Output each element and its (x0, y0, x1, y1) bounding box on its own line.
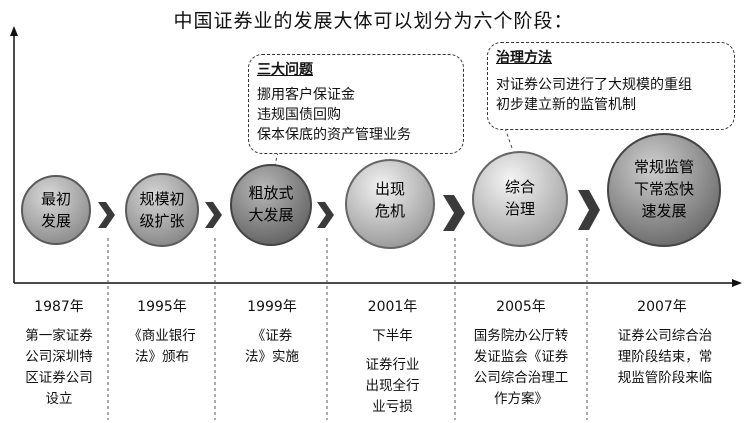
stage-desc-line: 证券行业 (365, 357, 420, 373)
stage-circles (21, 133, 721, 249)
stage-label-2: 规模初 级扩张 (122, 188, 202, 232)
stage-circle-6 (607, 133, 721, 247)
stage-label-line: 治理 (504, 200, 535, 218)
stage-desc-line: 法》实施 (245, 349, 299, 365)
stage-circle-5 (472, 151, 568, 247)
stage-label-line: 规模初 (139, 190, 185, 208)
y-axis-arrowhead (10, 26, 18, 36)
chevron-icon-1 (98, 202, 115, 228)
stage-desc-4: 下半年 证券行业 出现全行 业亏损 (335, 326, 450, 418)
stage-label-4: 出现 危机 (350, 178, 430, 222)
chevron-icon-3 (317, 202, 334, 228)
stage-desc-line: 规监管阶段来临 (617, 370, 713, 386)
x-axis-arrowhead (732, 279, 742, 287)
chevron-icon-2 (205, 202, 222, 228)
stage-label-line: 综合 (504, 178, 535, 196)
stage-desc-line: 理阶段结束，常 (617, 349, 713, 365)
stage-label-line: 常规监管 (633, 158, 694, 176)
stage-year-6: 2007年 (637, 299, 687, 315)
callout-problems-line: 保本保底的资产管理业务 (257, 127, 411, 143)
stage-desc-line: 《证券 (251, 328, 293, 344)
stage-year-5: 2005年 (496, 299, 546, 315)
stage-circle-3 (230, 164, 312, 246)
stage-desc-line: 《商业银行 (128, 328, 196, 344)
stage-desc-line: 出现全行 (365, 378, 420, 394)
stage-desc-line: 设立 (45, 391, 73, 407)
stage-circle-4 (345, 159, 435, 249)
stage-dividers (107, 238, 588, 420)
page-title: 中国证券业的发展大体可以划分为六个阶段： (173, 10, 574, 32)
stage-year-3: 1999年 (247, 299, 297, 315)
callout-connector-problems (274, 151, 279, 166)
stage-desc-line: 法》颁布 (135, 349, 189, 365)
stage-desc-line: 发证监会《证券 (473, 349, 569, 365)
stage-desc-1: 第一家证券 公司深圳特 区证券公司 设立 (12, 326, 106, 410)
stage-circle-1 (21, 175, 91, 245)
callout-problems-line: 违规国债回购 (257, 107, 341, 123)
callout-governance-line: 对证券公司进行了大规模的重组 (496, 77, 692, 93)
stage-label-1: 最初 发展 (21, 188, 91, 232)
stage-desc-line: 证券公司综合治 (617, 328, 713, 344)
stage-desc-line: 下半年 (372, 328, 413, 344)
stage-year-2: 1995年 (137, 299, 187, 315)
stage-label-line: 出现 (374, 180, 405, 198)
stage-desc-2: 《商业银行 法》颁布 (110, 326, 214, 368)
stage-label-line: 下常态快 (633, 180, 694, 198)
stage-desc-line: 第一家证券 (25, 328, 93, 344)
stage-desc-6: 证券公司综合治 理阶段结束，常 规监管阶段来临 (590, 326, 740, 389)
callout-problems-heading: 三大问题 (257, 62, 313, 78)
stage-label-5: 综合 治理 (480, 176, 560, 220)
stage-label-line: 危机 (374, 202, 405, 220)
callout-problems-line: 挪用客户保证金 (257, 87, 355, 103)
stage-desc-line: 业亏损 (372, 399, 413, 415)
stage-label-line: 发展 (40, 212, 71, 230)
stage-label-line: 大发展 (248, 206, 294, 224)
stage-desc-line: 公司综合治理工 (473, 370, 569, 386)
callout-connector-governance (504, 127, 513, 149)
callout-problems: 三大问题 挪用客户保证金 违规国债回购 保本保底的资产管理业务 (248, 54, 464, 154)
stage-desc-line: 国务院办公厅转 (473, 328, 569, 344)
callout-governance-heading: 治理方法 (496, 50, 552, 66)
stage-desc-3: 《证券 法》实施 (222, 326, 322, 368)
stage-label-line: 级扩张 (139, 212, 185, 230)
callout-governance-line: 初步建立新的监管机制 (496, 97, 636, 113)
chevron-arrows (98, 190, 600, 231)
stage-desc-line (335, 347, 450, 355)
stage-label-line: 速发展 (641, 202, 687, 220)
chevron-icon-5 (578, 190, 600, 230)
stage-label-line: 粗放式 (248, 184, 294, 202)
stage-desc-line: 公司深圳特 (25, 349, 93, 365)
stage-desc-line: 作方案》 (494, 391, 548, 407)
callout-governance: 治理方法 对证券公司进行了大规模的重组 初步建立新的监管机制 (487, 42, 735, 130)
stage-year-4: 2001年 (367, 299, 418, 315)
stage-circle-2 (125, 173, 199, 247)
stage-label-6: 常规监管 下常态快 速发展 (619, 156, 709, 222)
stage-desc-5: 国务院办公厅转 发证监会《证券 公司综合治理工 作方案》 (457, 326, 585, 410)
stage-year-1: 1987年 (34, 299, 84, 315)
stage-label-3: 粗放式 大发展 (230, 182, 312, 226)
chevron-icon-4 (443, 195, 465, 231)
stage-desc-line: 区证券公司 (25, 370, 93, 386)
stage-label-line: 最初 (40, 190, 71, 208)
